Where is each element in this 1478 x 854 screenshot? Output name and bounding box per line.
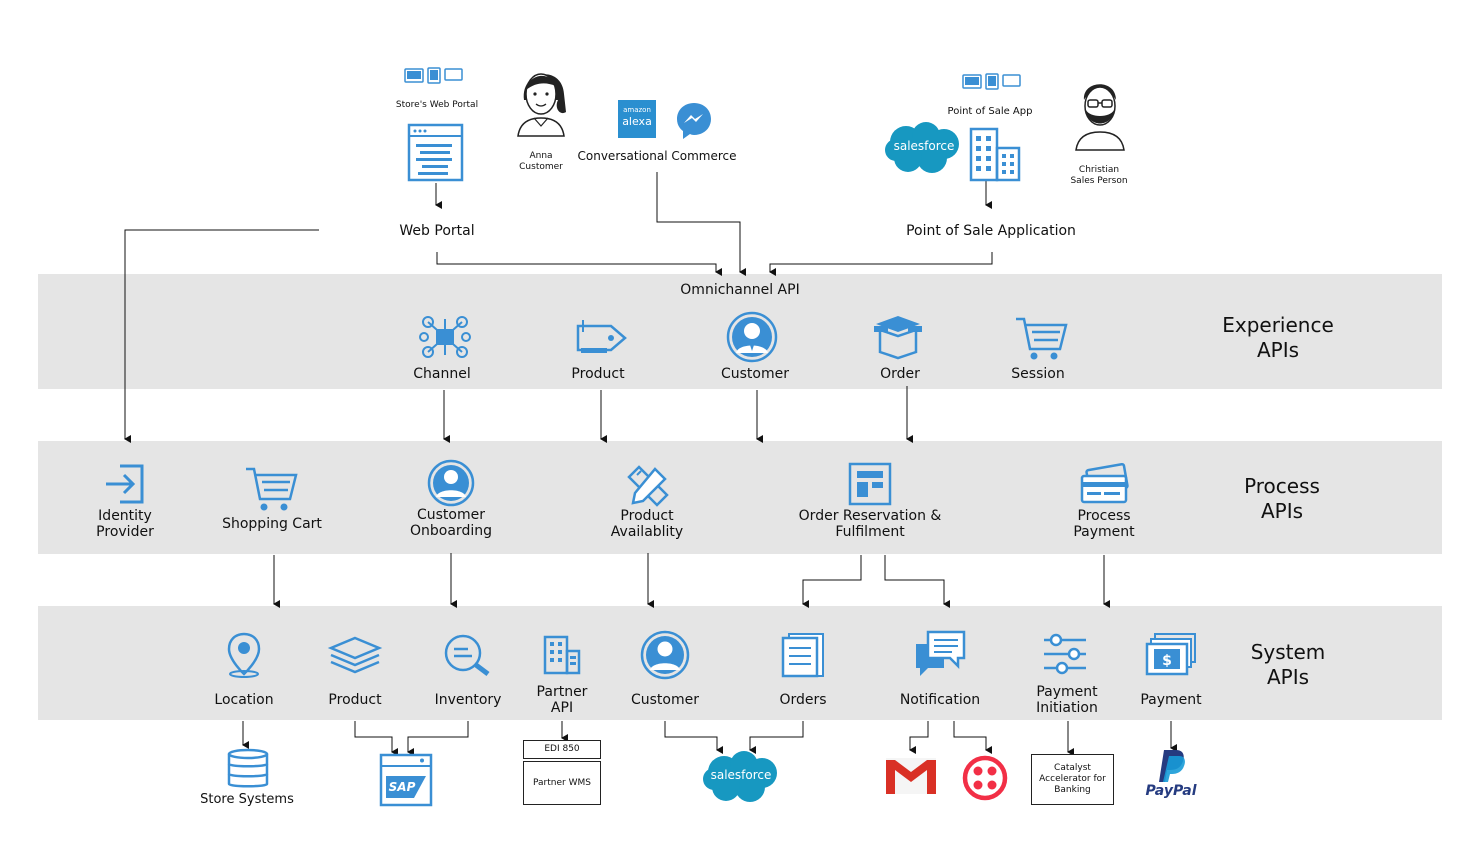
alexa-text: alexa xyxy=(622,115,652,128)
product-tag-icon xyxy=(576,320,627,353)
payment-cash-icon: $ xyxy=(1145,633,1196,676)
pos-devices-icon xyxy=(962,73,1021,90)
catalyst-line-3: Banking xyxy=(1054,785,1091,795)
sap-text: SAP xyxy=(388,780,416,794)
twilio-icon xyxy=(962,755,1008,801)
conversational-commerce-label: Conversational Commerce xyxy=(577,149,737,163)
point-of-sale-app-label: Point of Sale App xyxy=(947,106,1033,117)
product-layers-icon xyxy=(327,636,383,674)
christian-name: Christian xyxy=(1078,165,1120,175)
sys-pay-init-2: Initiation xyxy=(1036,700,1098,716)
partner-building-icon xyxy=(543,635,581,675)
experience-title-2: APIs xyxy=(1256,338,1300,362)
sys-pay-init-1: Payment xyxy=(1036,684,1098,700)
location-pin-icon xyxy=(227,632,261,678)
exp-product-label: Product xyxy=(571,366,625,382)
exp-channel-label: Channel xyxy=(413,366,471,382)
sys-orders-label: Orders xyxy=(779,692,827,708)
payment-initiation-sliders-icon xyxy=(1044,633,1086,675)
customer-icon xyxy=(726,311,778,363)
catalyst-box: Catalyst Accelerator for Banking xyxy=(1031,754,1114,805)
process-payment-2: Payment xyxy=(1073,524,1135,540)
exp-order-label: Order xyxy=(880,366,920,382)
sys-notification-label: Notification xyxy=(899,692,981,708)
web-page-icon xyxy=(407,123,464,182)
session-cart-icon xyxy=(1016,317,1068,360)
gmail-icon xyxy=(886,758,936,794)
messenger-icon xyxy=(677,103,711,139)
salesforce-bottom-text: salesforce xyxy=(710,768,772,782)
identity-login-icon xyxy=(106,464,144,504)
salesforce-bottom-icon xyxy=(703,751,777,802)
system-title-2: APIs xyxy=(1266,665,1310,689)
system-band xyxy=(38,606,1442,720)
process-band xyxy=(38,441,1442,554)
store-building-icon xyxy=(969,127,1021,182)
paypal-text: PayPal xyxy=(1145,783,1197,799)
process-title-2: APIs xyxy=(1260,499,1304,523)
catalyst-line-1: Catalyst xyxy=(1054,763,1091,773)
omnichannel-api-label: Omnichannel API xyxy=(680,282,800,298)
customer-onboarding-1: Customer xyxy=(416,507,486,523)
order-box-icon xyxy=(874,316,922,360)
product-availability-icon xyxy=(627,465,669,507)
amazon-alexa-icon: amazon alexa xyxy=(618,100,656,138)
shopping-cart-label: Shopping Cart xyxy=(222,516,322,532)
sys-customer-label: Customer xyxy=(630,692,700,708)
sys-payment-label: Payment xyxy=(1140,692,1202,708)
devices-icon xyxy=(404,67,463,84)
anna-name: Anna xyxy=(529,151,553,161)
database-icon xyxy=(227,748,269,788)
svg-text:$: $ xyxy=(1162,653,1172,669)
sys-partner-2: API xyxy=(550,700,574,716)
order-reservation-2: Fulfilment xyxy=(835,524,905,540)
sys-inventory-label: Inventory xyxy=(434,692,502,708)
customer-onboarding-icon xyxy=(427,459,475,507)
catalyst-line-2: Accelerator for xyxy=(1039,774,1106,784)
product-availability-1: Product xyxy=(620,508,674,524)
orders-document-icon xyxy=(781,633,824,678)
customer-onboarding-2: Onboarding xyxy=(410,523,492,539)
process-payment-1: Process xyxy=(1077,508,1131,524)
web-portal-label: Web Portal xyxy=(399,223,475,239)
paypal-logo-icon xyxy=(1159,750,1185,782)
salesforce-logo-icon xyxy=(885,122,959,173)
christian-avatar-icon xyxy=(1075,84,1125,151)
store-systems-label: Store Systems xyxy=(200,792,294,807)
sys-location-label: Location xyxy=(214,692,274,708)
shopping-cart-icon xyxy=(246,467,298,511)
payment-card-icon xyxy=(1080,462,1129,504)
salesforce-top-text: salesforce xyxy=(893,139,955,153)
identity-provider-1: Identity xyxy=(98,508,152,524)
store-web-portal-label: Store's Web Portal xyxy=(395,100,479,110)
anna-avatar-icon xyxy=(517,73,566,137)
process-title-1: Process xyxy=(1244,474,1320,498)
christian-role: Sales Person xyxy=(1070,176,1128,186)
experience-title-1: Experience xyxy=(1222,313,1334,337)
notification-chat-icon xyxy=(916,630,966,676)
order-reservation-1: Order Reservation & xyxy=(798,508,942,524)
sys-partner-1: Partner xyxy=(536,684,588,700)
inventory-search-icon xyxy=(444,634,490,676)
exp-customer-label: Customer xyxy=(720,366,790,382)
amazon-text: amazon xyxy=(623,106,651,114)
system-title-1: System xyxy=(1250,640,1326,664)
partner-wms-box: Partner WMS xyxy=(523,761,601,805)
order-reservation-icon xyxy=(848,462,892,506)
product-availability-2: Availablity xyxy=(610,524,684,540)
channel-hub-icon xyxy=(419,316,471,358)
sap-server-icon xyxy=(379,753,433,807)
point-of-sale-application-label: Point of Sale Application xyxy=(906,223,1076,239)
sys-product-label: Product xyxy=(328,692,382,708)
anna-role: Customer xyxy=(519,162,563,172)
edi-850-box: EDI 850 xyxy=(523,740,601,759)
exp-session-label: Session xyxy=(1011,366,1065,382)
system-customer-icon xyxy=(640,630,690,680)
identity-provider-2: Provider xyxy=(96,524,154,540)
